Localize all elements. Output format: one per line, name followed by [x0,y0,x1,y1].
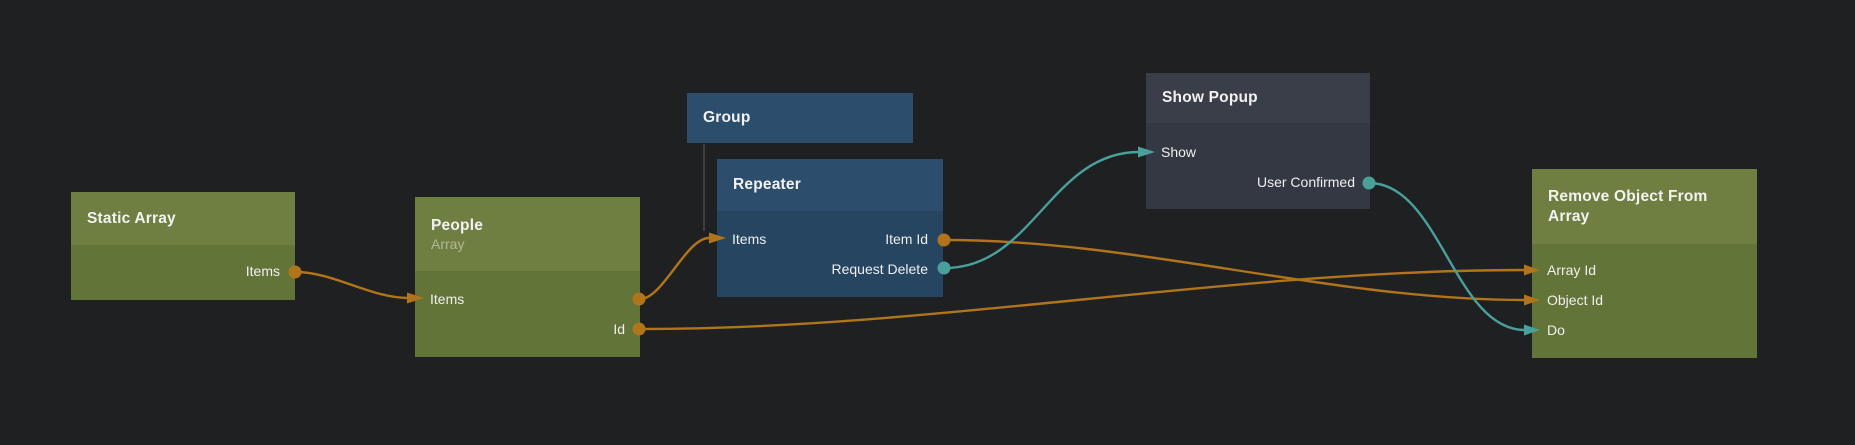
node-header: Repeater [717,159,943,211]
node-people[interactable]: People Array Items Id [415,197,640,357]
port-row: Items [415,284,640,314]
port-row: User Confirmed [1146,167,1370,197]
port-row: Array Id [1532,255,1757,285]
connection-people-items-to-repeater-items[interactable] [639,236,710,301]
node-body: Items Id [415,271,640,357]
node-body: Items Item Id Request Delete [717,211,943,297]
port-row: Request Delete [717,254,943,284]
port-people-items[interactable]: Items [430,291,465,307]
node-title: Repeater [733,176,801,194]
port-row: Object Id [1532,285,1757,315]
port-people-id-output[interactable]: Id [613,321,625,337]
node-repeater[interactable]: Repeater Items Item Id Request Delete [717,159,943,297]
node-title: People [431,216,484,234]
node-title: Show Popup [1162,89,1258,107]
port-row: Show [1146,137,1370,167]
port-row: Items [71,256,295,286]
port-show-popup-show-input[interactable]: Show [1161,144,1197,160]
connection-repeater-request-delete-to-showpopup-show[interactable] [944,150,1140,270]
port-repeater-item-id-output[interactable]: Item Id [885,231,928,247]
port-row: Id [415,314,640,344]
connection-showpopup-user-confirmed-to-remove-do[interactable] [1368,181,1526,332]
port-repeater-request-delete-output[interactable]: Request Delete [831,261,928,277]
node-body: Array Id Object Id Do [1532,244,1757,358]
port-remove-object-id-input[interactable]: Object Id [1547,292,1604,308]
node-title: Group [703,109,751,127]
node-header: People Array [415,197,640,271]
node-show-popup[interactable]: Show Popup Show User Confirmed [1146,73,1370,209]
node-title: Static Array [87,209,176,227]
connection-staticarray-items-to-people-items[interactable] [295,270,409,300]
port-row: Items Item Id [717,224,943,254]
node-group[interactable]: Group [687,93,913,143]
node-body: Items [71,245,295,300]
node-header: Group [687,93,913,143]
node-subtitle: Array [431,235,465,252]
node-remove-object-from-array[interactable]: Remove Object From Array Array Id Object… [1532,169,1757,358]
node-header: Static Array [71,192,295,245]
port-remove-array-id-input[interactable]: Array Id [1547,262,1597,278]
node-static-array[interactable]: Static Array Items [71,192,295,300]
port-remove-do-input[interactable]: Do [1547,322,1565,338]
node-header: Remove Object From Array [1532,169,1757,244]
node-header: Show Popup [1146,73,1370,123]
port-static-array-items-output[interactable]: Items [245,263,280,279]
port-show-popup-user-confirmed-output[interactable]: User Confirmed [1256,174,1355,190]
connection-repeater-item-id-to-remove-object-id[interactable] [944,238,1526,302]
port-row: Do [1532,315,1757,345]
port-repeater-items-input[interactable]: Items [732,231,767,247]
node-title: Remove Object From Array [1548,188,1708,225]
node-body: Show User Confirmed [1146,123,1370,209]
